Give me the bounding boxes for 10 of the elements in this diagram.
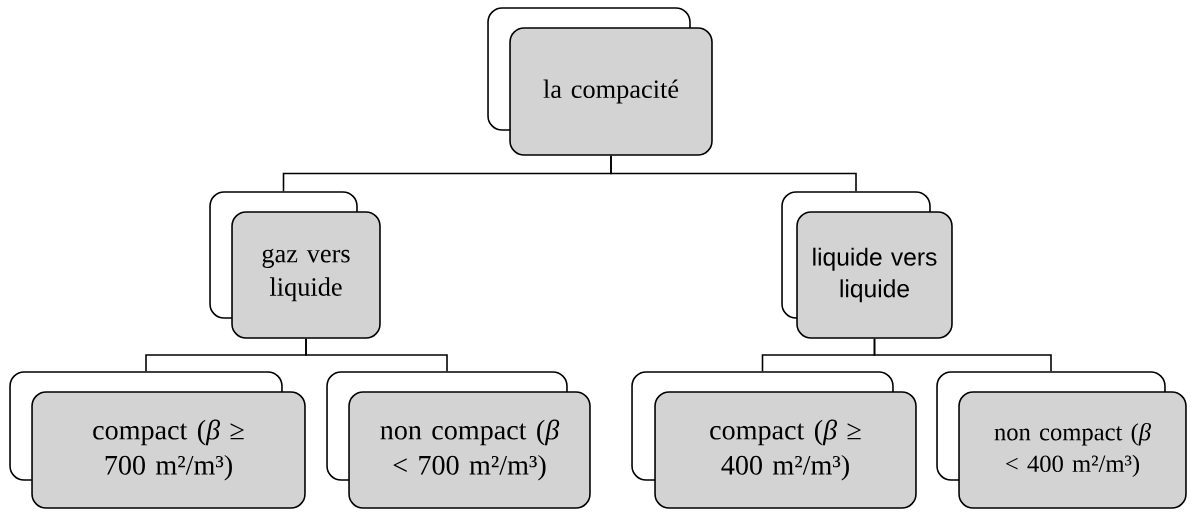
stacked-box: non compact (β < 400 m²/m³)	[936, 371, 1187, 509]
stacked-box: non compact (β < 700 m²/m³)	[326, 371, 591, 509]
stacked-box: gaz vers liquide	[209, 191, 381, 339]
stacked-box: compact (β ≥ 700 m²/m³)	[9, 371, 306, 509]
connector	[873, 337, 1052, 372]
connector	[610, 155, 857, 192]
stacked-box: compact (β ≥ 400 m²/m³)	[631, 371, 917, 509]
stacked-box: la compacité	[487, 7, 713, 156]
stacked-box: liquide vers liquide	[781, 191, 953, 339]
connector	[305, 337, 448, 372]
